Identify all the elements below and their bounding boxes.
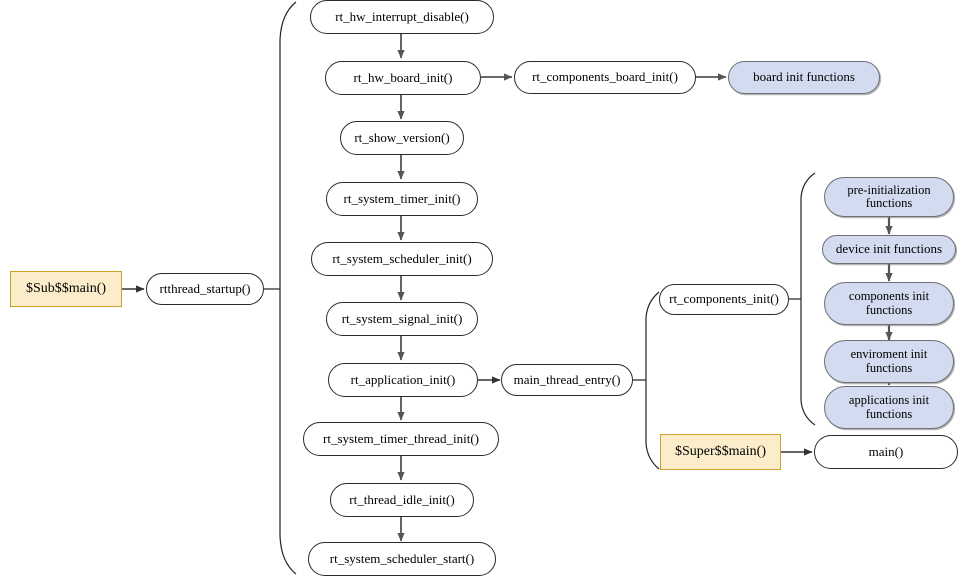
node-rt-components-init[interactable]: rt_components_init() [659,284,789,315]
node-rt-components-board-init[interactable]: rt_components_board_init() [514,61,696,94]
node-main[interactable]: main() [814,435,958,469]
node-applications-init-functions[interactable]: applications init functions [824,386,954,429]
super-main-box[interactable]: $Super$$main() [660,434,781,470]
node-rt-hw-interrupt-disable[interactable]: rt_hw_interrupt_disable() [310,0,494,34]
node-rt-show-version[interactable]: rt_show_version() [340,121,464,155]
node-rt-system-timer-init[interactable]: rt_system_timer_init() [326,182,478,216]
node-main-thread-entry[interactable]: main_thread_entry() [501,364,633,396]
node-rt-application-init[interactable]: rt_application_init() [328,363,478,397]
node-board-init-functions[interactable]: board init functions [728,61,880,94]
node-enviroment-init-functions[interactable]: enviroment init functions [824,340,954,383]
node-components-init-functions[interactable]: components init functions [824,282,954,325]
sub-main-box[interactable]: $Sub$$main() [10,271,122,307]
rtthread-startup-box[interactable]: rtthread_startup() [146,273,264,305]
node-rt-system-scheduler-start[interactable]: rt_system_scheduler_start() [308,542,496,576]
node-rt-system-signal-init[interactable]: rt_system_signal_init() [326,302,478,336]
node-rt-thread-idle-init[interactable]: rt_thread_idle_init() [330,483,474,517]
node-pre-initialization-functions[interactable]: pre-initialization functions [824,177,954,217]
node-device-init-functions[interactable]: device init functions [822,235,956,264]
node-rt-hw-board-init[interactable]: rt_hw_board_init() [325,61,481,95]
node-rt-system-timer-thread-init[interactable]: rt_system_timer_thread_init() [303,422,499,456]
node-rt-system-scheduler-init[interactable]: rt_system_scheduler_init() [311,242,493,276]
